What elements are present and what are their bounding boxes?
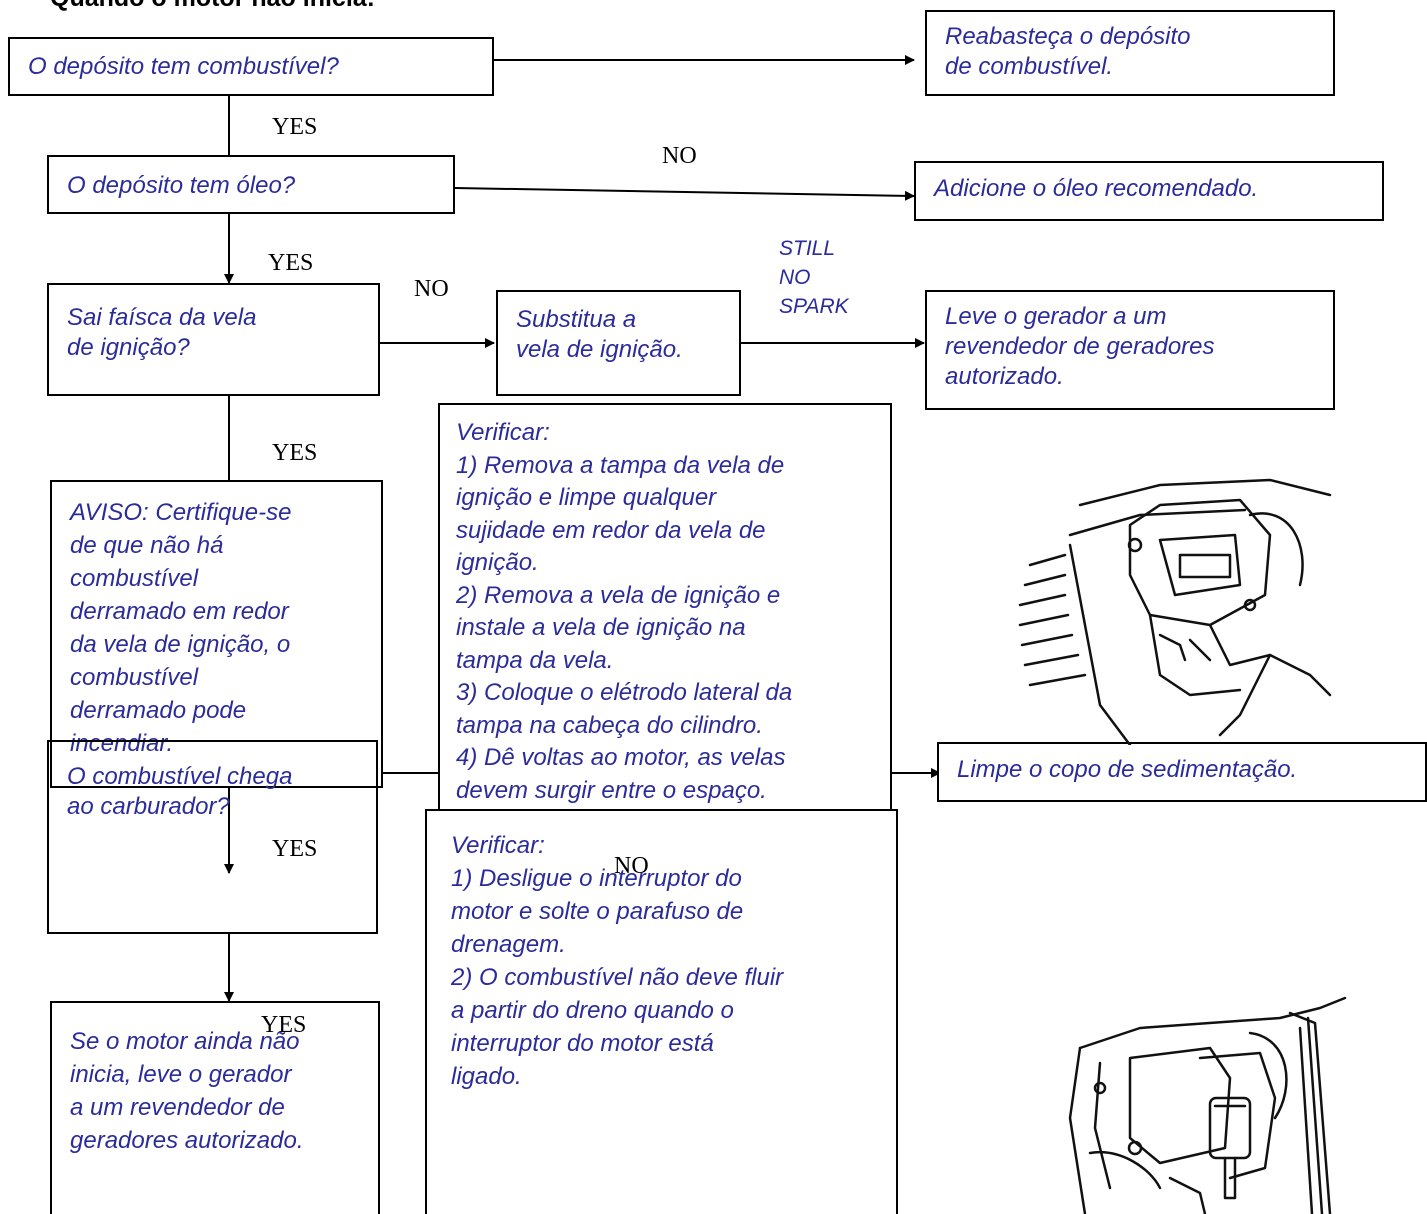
node-text-line: revendedor de geradores [945, 333, 1215, 360]
node-check-carb: Verificar: 1) Desligue o interruptor do … [425, 809, 898, 1214]
node-clean-cup: Limpe o copo de sedimentação. [937, 742, 1427, 802]
node-text-line: sujidade em redor da vela de [456, 516, 766, 544]
node-dealer-final: Se o motor ainda não inicia, leve o gera… [50, 1001, 380, 1214]
node-text-line: ao carburador? [67, 793, 230, 820]
node-text-line: O combustível chega [67, 763, 293, 790]
node-warning: AVISO: Certifique-se de que não há combu… [50, 480, 383, 788]
label-still-no-spark: STILL NO SPARK [779, 234, 849, 321]
node-text-line: Verificar: [451, 832, 545, 859]
node-text-line: a um revendedor de [70, 1094, 285, 1121]
node-text-line: 3) Coloque o elétrodo lateral da [456, 679, 793, 706]
node-text-line: O depósito tem óleo? [67, 172, 296, 199]
node-text-line: AVISO: Certifique-se [70, 499, 292, 526]
label-no-carb: NO [614, 853, 649, 879]
node-text-line: ignição e limpe qualquer [456, 484, 717, 511]
node-text-line: Se o motor ainda não [70, 1028, 300, 1055]
label-no-oil: NO [662, 143, 697, 169]
node-text-line: 1) Desligue o interruptor do [451, 865, 742, 892]
node-text-line: da vela de ignição, o [70, 631, 291, 658]
node-text-line: geradores autorizado. [70, 1127, 304, 1154]
node-text-line: Verificar: [456, 419, 550, 446]
node-refuel: Reabasteça o depósito de combustível. [925, 10, 1335, 96]
node-q-oil: O depósito tem óleo? [47, 155, 455, 214]
node-q-fuel: O depósito tem combustível? [8, 37, 494, 96]
label-yes-warning: YES [272, 836, 318, 862]
node-text-line: de que não há [70, 532, 224, 559]
label-yes-fuel: YES [272, 114, 318, 140]
node-text-line: autorizado. [945, 363, 1064, 390]
node-text-line: 1) Remova a tampa da vela de [456, 451, 785, 479]
node-text-line: incendiar. [70, 730, 174, 757]
node-text-line: derramado em redor [70, 598, 289, 625]
label-line: SPARK [779, 295, 849, 318]
node-text-line: ligado. [451, 1063, 522, 1090]
node-text-line: combustível [70, 664, 199, 691]
label-line: STILL [779, 237, 836, 260]
node-text-line: instale a vela de ignição na [456, 614, 746, 641]
node-text-line: de combustível. [945, 53, 1114, 80]
node-text-line: O depósito tem combustível? [28, 53, 339, 80]
node-q-carb-top: O combustível chega ao carburador? [47, 740, 378, 874]
label-yes-spark: YES [272, 440, 318, 466]
label-yes-oil: YES [268, 250, 314, 276]
node-text-line: inicia, leve o gerador [70, 1061, 292, 1088]
node-text-line: Reabasteça o depósito [945, 23, 1191, 50]
node-q-carb [47, 873, 378, 934]
node-text-line: Adicione o óleo recomendado. [934, 175, 1259, 202]
node-text-line: vela de ignição. [516, 336, 683, 363]
node-text-line: a partir do dreno quando o [451, 997, 734, 1024]
node-text-line: Substitua a [516, 306, 637, 333]
node-text-line: combustível [70, 565, 199, 592]
node-text-line: 4) Dê voltas ao motor, as velas [456, 744, 786, 771]
node-text-line: Limpe o copo de sedimentação. [957, 756, 1298, 783]
label-line: NO [779, 266, 811, 289]
node-add-oil: Adicione o óleo recomendado. [914, 161, 1384, 221]
label-yes-carb: YES [261, 1012, 307, 1038]
edge-oil-no [454, 187, 915, 201]
node-text-line: drenagem. [451, 931, 566, 958]
node-text-line: tampa na cabeça do cilindro. [456, 711, 763, 739]
node-text-line: Sai faísca da vela [67, 304, 257, 331]
node-replace-plug: Substitua a vela de ignição. [496, 290, 741, 396]
node-q-carb-frame [47, 873, 378, 934]
carburetor-illustration [1068, 996, 1347, 1214]
spark-plug-illustration [1018, 478, 1332, 745]
node-text-line: 2) O combustível não deve fluir [451, 964, 784, 991]
node-check-spark: Verificar: 1) Remova a tampa da vela de … [438, 403, 892, 832]
node-text-line: de ignição? [67, 334, 190, 361]
label-no-spark: NO [414, 276, 449, 302]
node-text-line: motor e solte o parafuso de [451, 898, 744, 925]
node-dealer-spark: Leve o gerador a um revendedor de gerado… [925, 290, 1335, 410]
node-text-line: devem surgir entre o espaço. [456, 776, 767, 804]
node-text-line: tampa da vela. [456, 646, 614, 674]
node-text-line: derramado pode [70, 697, 247, 724]
node-text-line: 2) Remova a vela de ignição e [456, 581, 781, 609]
page-title: Quando o motor não inicia: [50, 0, 375, 13]
node-q-spark: Sai faísca da vela de ignição? [47, 283, 380, 396]
node-text-line: Leve o gerador a um [945, 303, 1167, 330]
node-text-line: interruptor do motor está [451, 1030, 714, 1057]
node-text-line: ignição. [456, 549, 539, 576]
